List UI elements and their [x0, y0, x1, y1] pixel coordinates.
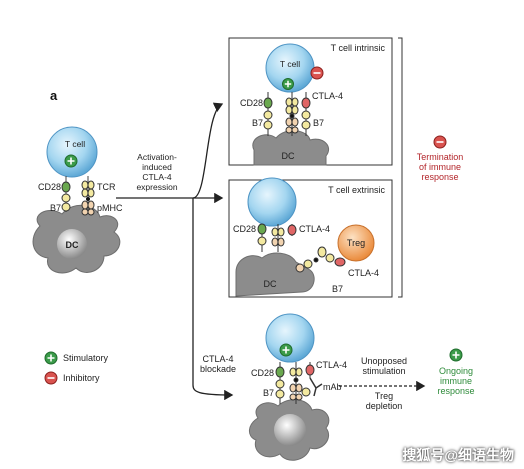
svg-text:CTLA-4: CTLA-4: [202, 354, 233, 364]
left-tcr-receptor: [81, 176, 95, 216]
svg-text:blockade: blockade: [200, 364, 236, 374]
unopposed-label: Unopposed stimulation: [361, 356, 407, 376]
legend: Stimulatory Inhibitory: [44, 351, 109, 385]
left-dc-nucleus: [57, 229, 87, 259]
extrinsic-b7-label: B7: [332, 284, 343, 294]
intrinsic-stimulatory-icon: [282, 78, 294, 90]
extrinsic-cd28-label: CD28: [233, 224, 256, 234]
intrinsic-dc-label: DC: [282, 151, 295, 161]
left-tcell-label: T cell: [65, 139, 85, 149]
blockade-b7-label: B7: [263, 388, 274, 398]
extrinsic-panel: T cell extrinsic DC Treg CD28 CTLA-4 CTL…: [228, 177, 393, 298]
ongoing-label: Ongoing immune response: [437, 366, 474, 396]
intrinsic-tcell-label: T cell: [280, 59, 300, 69]
ongoing-stimulatory-icon: [449, 348, 463, 362]
watermark: 搜狐号@细语生物: [402, 447, 514, 463]
intrinsic-panel: T cell intrinsic DC T cell: [228, 37, 393, 166]
termination-label: Termination of immune response: [417, 152, 464, 182]
svg-text:response: response: [437, 386, 474, 396]
left-pmhc-label: pMHC: [97, 203, 123, 213]
left-stimulatory-icon: [64, 154, 78, 168]
termination-bracket: [398, 37, 403, 298]
extrinsic-title: T cell extrinsic: [328, 185, 385, 195]
blockade-label: CTLA-4 blockade: [200, 354, 236, 374]
blockade-stimulatory-icon: [279, 343, 293, 357]
svg-text:Activation-: Activation-: [137, 152, 177, 162]
intrinsic-inhibitory-icon: [310, 66, 324, 80]
extrinsic-ctla4-treg-label: CTLA-4: [348, 268, 379, 278]
left-cd28-receptor: [61, 176, 71, 212]
svg-text:Ongoing: Ongoing: [439, 366, 473, 376]
blockade-mab-label: mAb: [323, 382, 342, 392]
left-tcr-label: TCR: [97, 182, 116, 192]
intrinsic-ctla4-label: CTLA-4: [312, 91, 343, 101]
extrinsic-treg-label: Treg: [347, 238, 365, 248]
svg-text:of immune: of immune: [419, 162, 461, 172]
blockade-ctla4-label: CTLA-4: [316, 360, 347, 370]
legend-stimulatory-icon: [44, 351, 58, 365]
svg-text:immune: immune: [440, 376, 472, 386]
svg-text:Unopposed: Unopposed: [361, 356, 407, 366]
blockade-interaction: [249, 313, 330, 461]
termination-inhibitory-icon: [433, 135, 447, 149]
left-b7-label: B7: [50, 203, 61, 213]
svg-text:induced: induced: [142, 162, 172, 172]
intrinsic-b7-right-label: B7: [313, 118, 324, 128]
intrinsic-b7-left-label: B7: [252, 118, 263, 128]
branch-arrows: [116, 102, 426, 401]
legend-inhibitory-icon: [44, 371, 58, 385]
intrinsic-title: T cell intrinsic: [331, 43, 386, 53]
svg-text:CTLA-4: CTLA-4: [142, 172, 172, 182]
left-tcell: [46, 126, 98, 178]
extrinsic-ctla4-label: CTLA-4: [299, 224, 330, 234]
svg-text:stimulation: stimulation: [362, 366, 405, 376]
extrinsic-dc-label: DC: [264, 279, 277, 289]
svg-text:Termination: Termination: [417, 152, 464, 162]
treg-depletion-label: Treg depletion: [366, 391, 403, 411]
svg-text:response: response: [421, 172, 458, 182]
svg-text:depletion: depletion: [366, 401, 403, 411]
intrinsic-cd28-label: CD28: [240, 98, 263, 108]
left-interaction: DC T cell CD28 B7 TCR: [32, 126, 123, 274]
blockade-cd28-label: CD28: [251, 368, 274, 378]
left-cd28-label: CD28: [38, 182, 61, 192]
svg-text:Treg: Treg: [375, 391, 393, 401]
left-dc-label: DC: [66, 240, 79, 250]
panel-letter: a: [50, 88, 58, 103]
svg-text:expression: expression: [136, 182, 177, 192]
legend-inhibitory-label: Inhibitory: [63, 373, 100, 383]
activation-label: Activation- induced CTLA-4 expression: [136, 152, 177, 192]
legend-stimulatory-label: Stimulatory: [63, 353, 109, 363]
